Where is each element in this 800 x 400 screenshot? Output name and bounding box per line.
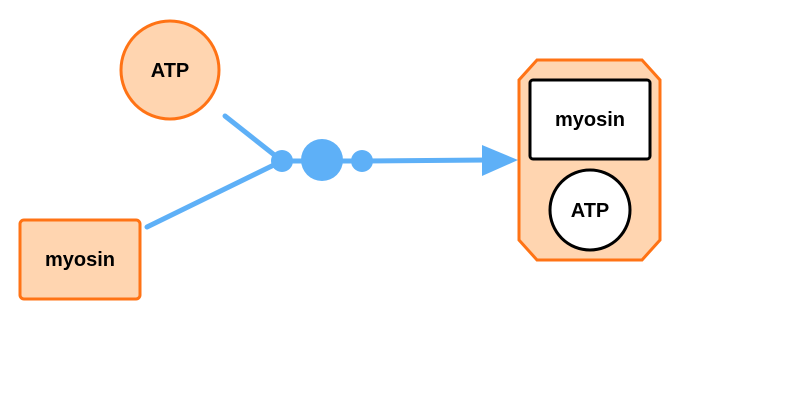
complex-myosin-shape bbox=[528, 78, 652, 161]
production-arrowhead bbox=[482, 145, 518, 176]
myosin-atp-complex[interactable]: myosin ATP bbox=[517, 58, 662, 262]
process-port-left bbox=[271, 150, 293, 172]
complex-atp-label: ATP bbox=[571, 200, 610, 222]
complex-myosin-component[interactable]: myosin bbox=[528, 78, 652, 161]
complex-myosin-label: myosin bbox=[555, 109, 625, 131]
myosin-node-shape bbox=[18, 218, 142, 301]
atp-node[interactable]: ATP bbox=[119, 19, 221, 121]
myosin-node-label: myosin bbox=[45, 249, 115, 271]
association-process[interactable] bbox=[271, 139, 373, 181]
edge-process-to-complex[interactable] bbox=[361, 157, 489, 164]
myosin-node[interactable]: myosin bbox=[18, 218, 142, 301]
atp-node-label: ATP bbox=[151, 60, 190, 82]
process-port-right bbox=[351, 150, 373, 172]
complex-atp-component[interactable]: ATP bbox=[548, 168, 632, 252]
atp-node-shape bbox=[119, 19, 221, 121]
edge-atp-to-process[interactable] bbox=[222, 113, 285, 164]
complex-atp-shape bbox=[548, 168, 632, 252]
edge-myosin-to-process[interactable] bbox=[144, 158, 285, 230]
association-node[interactable] bbox=[301, 139, 343, 181]
